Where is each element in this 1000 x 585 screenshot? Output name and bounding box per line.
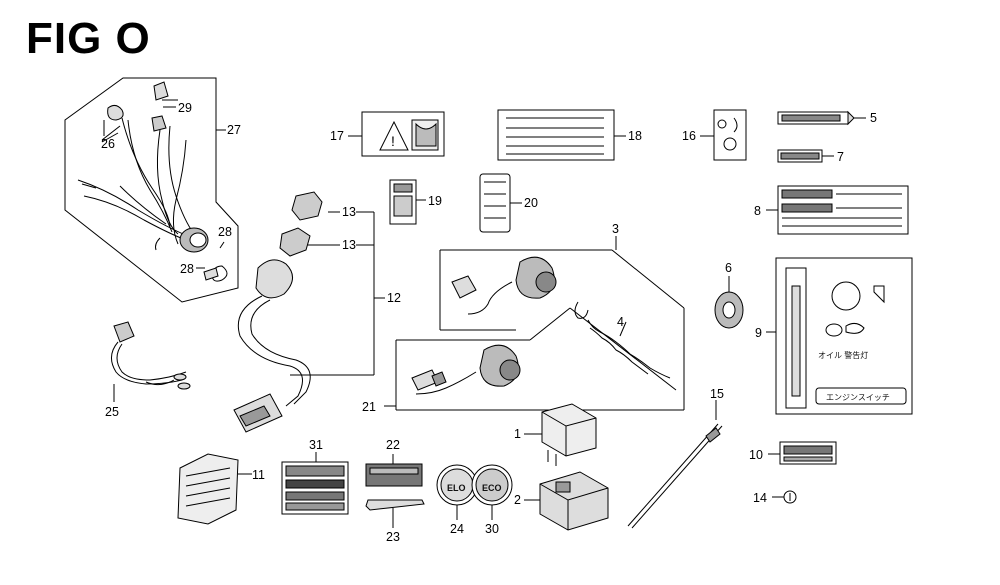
callout-12: 12	[387, 291, 401, 305]
part-8-label	[766, 185, 909, 235]
callout-16: 16	[682, 129, 696, 143]
part-20-label	[479, 173, 522, 233]
part-6-grommet	[714, 276, 744, 329]
callout-25: 25	[105, 405, 119, 419]
callout-8: 8	[754, 204, 761, 218]
callout-5: 5	[870, 111, 877, 125]
part-10-label	[768, 441, 837, 465]
callout-21: 21	[362, 400, 376, 414]
label-9-oil-text: オイル 警告灯	[818, 350, 868, 360]
callout-28-upper: 28	[218, 225, 232, 239]
part-19-label	[389, 179, 426, 225]
callout-23: 23	[386, 530, 400, 544]
callout-2: 2	[514, 493, 521, 507]
part-25-harness	[111, 321, 191, 402]
callout-30: 30	[485, 522, 499, 536]
callout-22: 22	[386, 438, 400, 452]
callout-4: 4	[617, 315, 624, 329]
callout-27: 27	[227, 123, 241, 137]
part-31-warning-label	[281, 452, 349, 515]
callout-18: 18	[628, 129, 642, 143]
callout-15: 15	[710, 387, 724, 401]
callout-6: 6	[725, 261, 732, 275]
callout-10: 10	[749, 448, 763, 462]
part-21-sensor-assy	[384, 301, 677, 411]
part-3-sensor-assy	[439, 236, 685, 411]
callout-19: 19	[428, 194, 442, 208]
part-1-relay	[524, 403, 597, 466]
callout-14: 14	[753, 491, 767, 505]
svg-text:!: !	[391, 133, 395, 149]
callout-26: 26	[101, 137, 115, 151]
part-23-strip	[365, 499, 425, 528]
callout-20: 20	[524, 196, 538, 210]
part-9-panel-label	[766, 257, 913, 415]
callout-1: 1	[514, 427, 521, 441]
callout-13-lower: 13	[342, 238, 356, 252]
callout-17: 17	[330, 129, 344, 143]
part-14-screw	[772, 490, 797, 504]
leader-lines	[103, 99, 178, 136]
part-18-label	[497, 109, 626, 161]
callout-9: 9	[755, 326, 762, 340]
part-30-round-label	[471, 464, 513, 520]
callout-11: 11	[252, 468, 265, 482]
callout-28-lower: 28	[180, 262, 194, 276]
part-17-caution-label: !	[348, 111, 445, 157]
part-12-harness	[233, 191, 385, 433]
part-7-strip	[777, 149, 834, 163]
part-22-label	[365, 454, 423, 487]
label-24-text: ELO	[447, 483, 466, 493]
part-2-holder	[524, 471, 609, 531]
callout-29: 29	[178, 101, 192, 115]
callout-31: 31	[309, 438, 323, 452]
part-24-round-label	[436, 464, 478, 520]
part-11-rectifier	[177, 453, 252, 525]
label-9-switch-text: エンジンスイッチ	[826, 393, 890, 402]
figure-title: FIG O	[26, 14, 151, 63]
callout-13-upper: 13	[342, 205, 356, 219]
callout-3: 3	[612, 222, 619, 236]
callout-7: 7	[837, 150, 844, 164]
part-5-strip	[777, 110, 866, 126]
callout-24: 24	[450, 522, 464, 536]
part-27-wire-harness	[64, 77, 239, 303]
part-16-label	[700, 109, 747, 161]
part-15-rod	[627, 400, 723, 529]
label-30-text: ECO	[482, 483, 502, 493]
